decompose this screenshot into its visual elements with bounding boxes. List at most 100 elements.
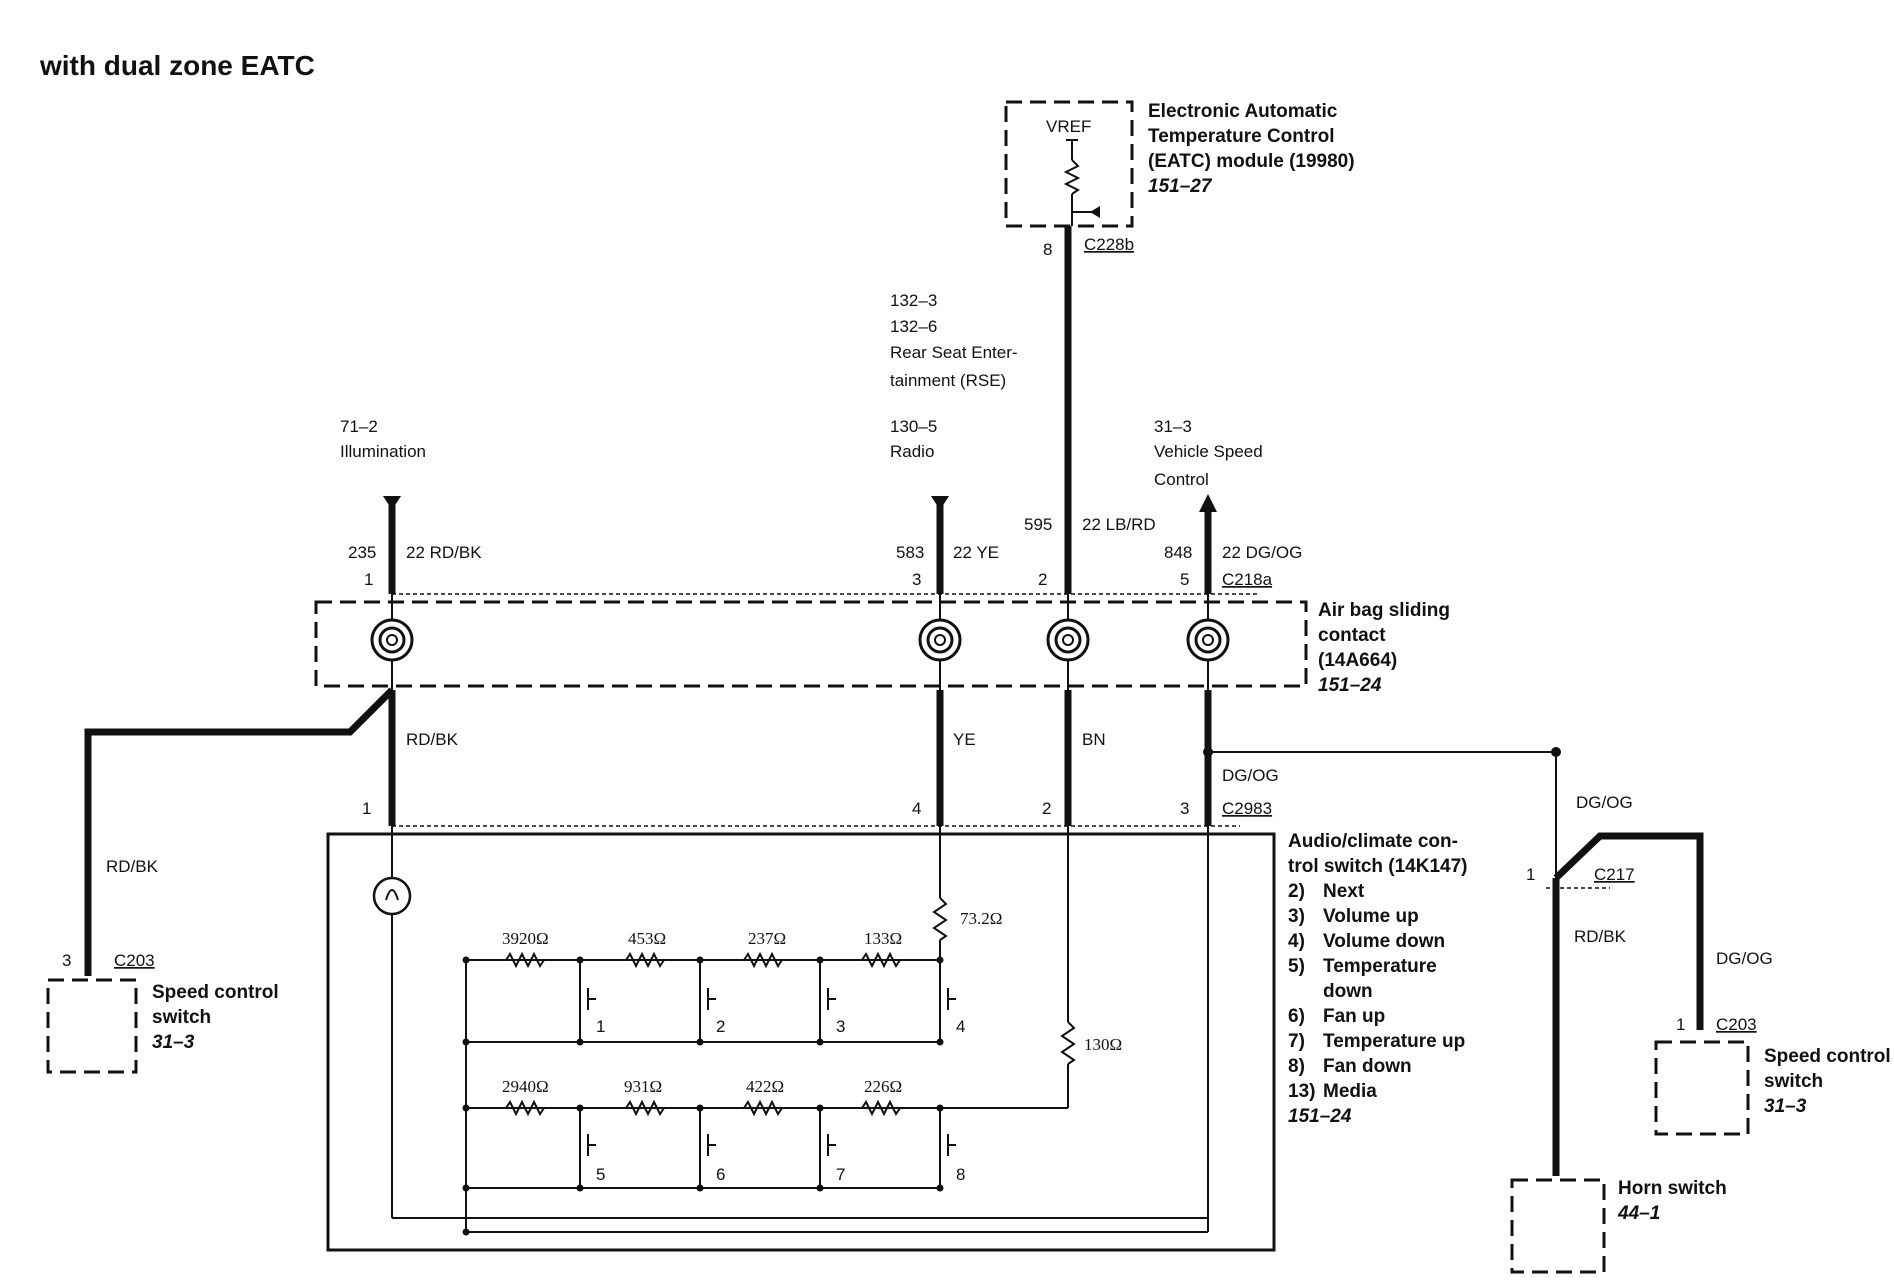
spec-583: 22 YE [953, 543, 999, 562]
circuit-583: 583 [896, 543, 924, 562]
r1-label-1: 3920Ω [502, 929, 549, 948]
right-sc-line-2: switch [1764, 1071, 1823, 1092]
resistor-237 [743, 951, 783, 969]
spec-235: 22 RD/BK [406, 543, 482, 562]
vsc-line-1: Vehicle Speed [1154, 442, 1263, 461]
clockspring-coil-1 [370, 618, 414, 662]
illumination-ref: 71–2 [340, 417, 378, 436]
eatc-connector: C228b [1084, 235, 1134, 254]
r2-label-1: 2940Ω [502, 1077, 549, 1096]
wire-mid-pin-1: 1 [362, 799, 371, 818]
pin-235: 1 [364, 570, 373, 589]
resistor-130-label: 130Ω [1084, 1035, 1122, 1054]
fn-label-6: Temperature up [1323, 1031, 1465, 1052]
eatc-pin: 8 [1043, 240, 1052, 259]
right-sc-ref: 31–3 [1764, 1096, 1807, 1117]
clockspring-coil-3 [1046, 618, 1090, 662]
fn-num-5: 6) [1288, 1006, 1305, 1027]
right-sc-pin: 1 [1676, 1015, 1685, 1034]
right-wire-right: DG/OG [1716, 949, 1773, 968]
switch-7 [816, 1104, 836, 1192]
r2-label-3: 422Ω [746, 1077, 784, 1096]
left-sc-line-1: Speed control [152, 982, 279, 1003]
right-sc-line-1: Speed control [1764, 1046, 1891, 1067]
right-wire-top: DG/OG [1576, 793, 1633, 812]
left-sc-ref: 31–3 [152, 1032, 195, 1053]
vsc-line-2: Control [1154, 470, 1209, 489]
rse-ref-1: 132–3 [890, 291, 937, 310]
radio-label: Radio [890, 442, 934, 461]
clockspring-coil-2 [918, 618, 962, 662]
c217-pin: 1 [1526, 865, 1535, 884]
switch-function-list: 2) Next 3) Volume up 4) Volume down 5) T… [1288, 881, 1465, 1102]
sw-num-7: 7 [836, 1165, 845, 1184]
node-d [462, 1184, 470, 1192]
airbag-sliding-contact: Air bag sliding contact (14A664) 151–24 [314, 594, 1450, 696]
resistor-422 [743, 1099, 783, 1117]
lamp-filament [385, 889, 399, 901]
spec-848: 22 DG/OG [1222, 543, 1302, 562]
rse-line-2: tainment (RSE) [890, 371, 1006, 390]
airbag-ref: 151–24 [1318, 675, 1382, 696]
fn-label-7: Fan down [1323, 1056, 1412, 1077]
circuit-848: 848 [1164, 543, 1192, 562]
pin-583: 3 [912, 570, 921, 589]
switch-6 [696, 1104, 716, 1192]
illumination-arrow [383, 496, 401, 510]
wire-mid-color-3: BN [1082, 730, 1106, 749]
fn-num-1: 3) [1288, 906, 1305, 927]
sw-num-1: 1 [596, 1017, 605, 1036]
rse-line-1: Rear Seat Enter- [890, 343, 1018, 362]
vsc-ref: 31–3 [1154, 417, 1192, 436]
r2-label-2: 931Ω [624, 1077, 662, 1096]
wire-rdbk-left [84, 687, 395, 976]
right-dgog-wire [1553, 832, 1704, 1030]
fn-num-3: 5) [1288, 956, 1305, 977]
node-e [462, 1228, 470, 1236]
fn-num-8: 13) [1288, 1081, 1315, 1102]
wire-mid-pin-3: 2 [1042, 799, 1051, 818]
fn-label-8: Media [1323, 1081, 1377, 1102]
eatc-line-3: (EATC) module (19980) [1148, 151, 1355, 172]
fn-num-7: 8) [1288, 1056, 1305, 1077]
switch-line-1: Audio/climate con- [1288, 831, 1458, 852]
r1-label-3: 237Ω [748, 929, 786, 948]
r2-label-4: 226Ω [864, 1077, 902, 1096]
left-wire-color: RD/BK [106, 857, 159, 876]
diagram-title: with dual zone EATC [39, 50, 315, 81]
vsc-arrow [1199, 494, 1217, 512]
eatc-module: VREF Electronic Automatic Temperature Co… [1004, 100, 1355, 259]
resistor-3920 [505, 951, 545, 969]
airbag-line-1: Air bag sliding [1318, 600, 1450, 621]
left-sc-pin: 3 [62, 951, 71, 970]
fn-label-4: down [1323, 981, 1373, 1002]
c2983-label: C2983 [1222, 799, 1272, 818]
sw-num-6: 6 [716, 1165, 725, 1184]
switch-2 [696, 956, 716, 1046]
switch-line-2: trol switch (14K147) [1288, 856, 1468, 877]
eatc-line-1: Electronic Automatic [1148, 101, 1338, 122]
resistor-226 [861, 1099, 901, 1117]
sw-num-2: 2 [716, 1017, 725, 1036]
fn-num-2: 4) [1288, 931, 1305, 952]
sw-num-3: 3 [836, 1017, 845, 1036]
right-speed-control-box [1654, 1040, 1750, 1136]
fn-label-3: Temperature [1323, 956, 1437, 977]
r1-label-2: 453Ω [628, 929, 666, 948]
left-sc-line-2: switch [152, 1007, 211, 1028]
radio-ref: 130–5 [890, 417, 937, 436]
wire-mid-pin-2: 4 [912, 799, 921, 818]
switch-3 [816, 956, 836, 1046]
pin-848: 5 [1180, 570, 1189, 589]
circuit-595: 595 [1024, 515, 1052, 534]
horn-switch-box [1510, 1178, 1606, 1274]
switch-box [326, 832, 1276, 1252]
resistor-73-label: 73.2Ω [960, 909, 1002, 928]
clockspring-coil-4 [1186, 618, 1230, 662]
horn-label: Horn switch [1618, 1178, 1727, 1199]
resistor-130 [1060, 1021, 1076, 1065]
r1-label-4: 133Ω [864, 929, 902, 948]
wire-mid-pin-4: 3 [1180, 799, 1189, 818]
switch-1 [576, 956, 596, 1046]
